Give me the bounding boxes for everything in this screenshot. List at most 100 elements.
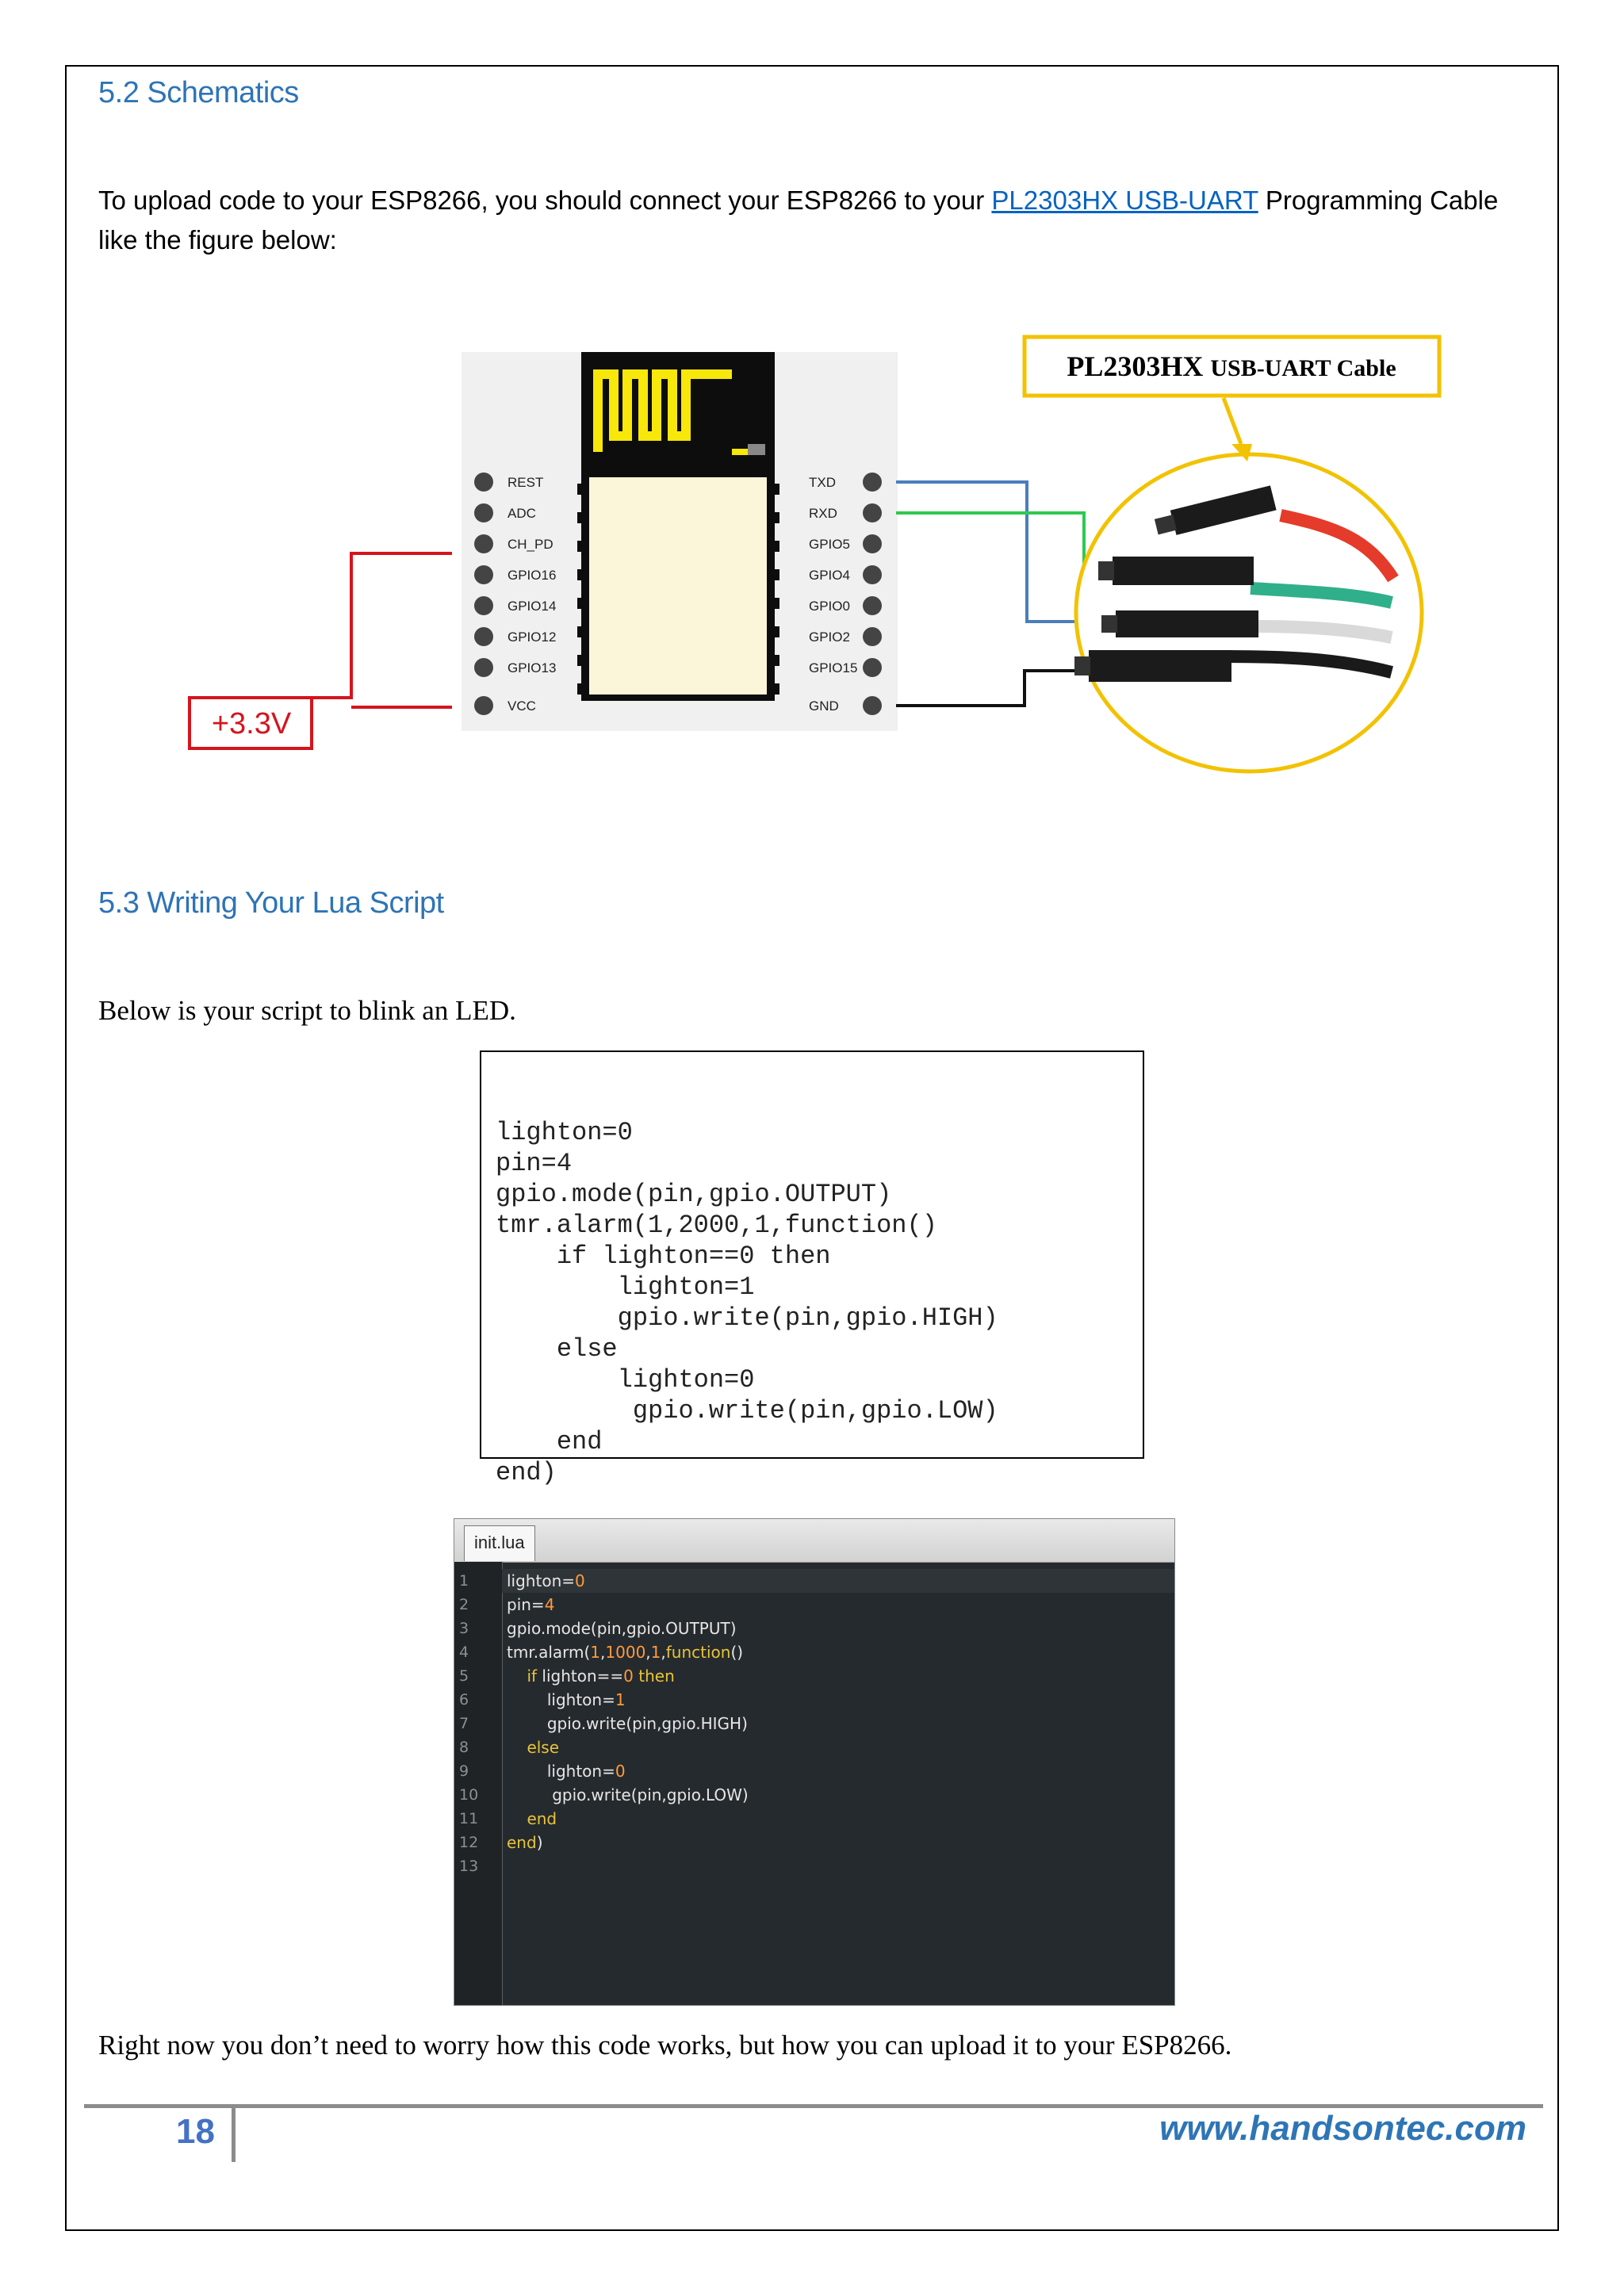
- editor-line-code: lighton=0: [507, 1571, 585, 1590]
- cable-label: PL2303HX USB-UART Cable: [1067, 350, 1396, 382]
- cable-wire-black: [1224, 650, 1393, 679]
- editor-line-number: 4: [459, 1644, 469, 1661]
- editor-line-code: lighton=0: [507, 1762, 626, 1781]
- code-line: lighton=0: [496, 1365, 755, 1395]
- editor-line: 12 end): [454, 1831, 1174, 1854]
- cable-wire-white: [1256, 620, 1393, 644]
- editor-line-number: 6: [459, 1691, 469, 1709]
- pin-label-gpio4: GPIO4: [809, 568, 850, 583]
- pin-label-gpio0: GPIO0: [809, 599, 850, 614]
- module-smd-part: [748, 444, 765, 455]
- antenna-trace: [593, 369, 732, 452]
- castellation-pad: [773, 541, 779, 552]
- editor-line: 11 end: [454, 1807, 1174, 1831]
- castellation-pad: [577, 569, 584, 580]
- editor-line-code: if lighton==0 then: [527, 1667, 675, 1686]
- pin-label-gpio13: GPIO13: [508, 660, 556, 675]
- editor-line-number: 5: [459, 1667, 469, 1685]
- castellation-pad: [577, 484, 584, 495]
- editor-current-line-highlight: [502, 1569, 1174, 1593]
- pin-label-rxd: RXD: [809, 506, 837, 521]
- pl2303hx-link[interactable]: PL2303HX USB-UART: [991, 186, 1258, 215]
- pin-dot-gpio12: [474, 627, 493, 646]
- editor-gutter: [454, 1562, 503, 2005]
- pin-label-gpio15: GPIO15: [809, 660, 857, 675]
- cable-arrow-head: [1231, 444, 1252, 461]
- editor-line-code: end: [527, 1809, 557, 1828]
- code-line: end): [496, 1458, 557, 1487]
- editor-line: 13: [454, 1854, 1174, 1878]
- pin-dot-txd: [863, 473, 882, 492]
- editor-line: 4 tmr.alarm(1,1000,1,function(): [454, 1640, 1174, 1664]
- pin-dot-gpio15: [863, 658, 882, 677]
- editor-line-number: 7: [459, 1715, 469, 1732]
- castellation-pad: [577, 683, 584, 695]
- pin-dot-gpio0: [863, 596, 882, 615]
- editor-line-code: end): [507, 1833, 543, 1852]
- castellation-pad: [773, 484, 779, 495]
- page-border: [65, 65, 1559, 2231]
- cable-arrow-shaft: [1221, 397, 1243, 445]
- pin-dot-adc: [474, 503, 493, 522]
- editor-tab-init-lua[interactable]: init.lua: [464, 1525, 535, 1561]
- dupont-connector-2: [1098, 557, 1254, 585]
- pin-dot-gnd: [863, 696, 882, 715]
- footer-rule: [84, 2104, 1543, 2108]
- power-label-box: [188, 696, 313, 750]
- editor-line-code: gpio.write(pin,gpio.HIGH): [507, 1714, 748, 1733]
- code-line: gpio.write(pin,gpio.LOW): [496, 1396, 998, 1425]
- editor-line-code: gpio.mode(pin,gpio.OUTPUT): [507, 1619, 737, 1638]
- code-line: lighton=0: [496, 1118, 633, 1147]
- intro-text-end: Programming Cable like the figure below:: [98, 186, 1499, 254]
- pin-dot-rest: [474, 473, 493, 492]
- editor-line-number: 13: [459, 1858, 479, 1875]
- castellation-pad: [773, 683, 779, 695]
- pin-dot-vcc: [474, 696, 493, 715]
- pin-label-adc: ADC: [508, 506, 536, 521]
- dupont-connector-1: [1154, 485, 1277, 535]
- module-shield: [589, 477, 767, 695]
- cable-wire-green: [1250, 582, 1393, 609]
- editor-line-code: pin=4: [507, 1595, 555, 1614]
- castellation-pad: [577, 598, 584, 609]
- pin-dot-gpio5: [863, 534, 882, 553]
- pin-dot-gpio14: [474, 596, 493, 615]
- editor-line-code: tmr.alarm(1,1000,1,function(): [507, 1643, 744, 1662]
- power-label: +3.3V: [212, 707, 292, 740]
- code-line: tmr.alarm(1,2000,1,function(): [496, 1211, 937, 1240]
- castellation-pad: [577, 512, 584, 523]
- editor-line-number: 3: [459, 1620, 469, 1637]
- schematic-figure: RESTADCCH_PDGPIO16GPIO14GPIO12GPIO13VCC …: [188, 335, 1442, 774]
- editor-line: 3 gpio.mode(pin,gpio.OUTPUT): [454, 1617, 1174, 1640]
- castellation-pad: [577, 655, 584, 666]
- pin-label-gnd: GND: [809, 698, 839, 714]
- rxd-wire: [896, 511, 1113, 569]
- editor-line-number: 1: [459, 1572, 469, 1590]
- code-line: else: [496, 1334, 618, 1364]
- section-heading-schematics: 5.2 Schematics: [98, 76, 299, 109]
- power-wire: [309, 552, 452, 699]
- editor-line-number: 11: [459, 1810, 479, 1827]
- castellation-pad: [773, 626, 779, 637]
- cable-label-prefix: PL2303HX: [1067, 350, 1203, 382]
- pin-dot-gpio16: [474, 565, 493, 584]
- editor-line: 7 gpio.write(pin,gpio.HIGH): [454, 1712, 1174, 1735]
- pin-label-vcc: VCC: [508, 698, 536, 714]
- code-line: pin=4: [496, 1149, 573, 1178]
- castellation-pad: [773, 569, 779, 580]
- code-line: gpio.mode(pin,gpio.OUTPUT): [496, 1180, 892, 1209]
- editor-line-number: 12: [459, 1834, 479, 1851]
- footer-website[interactable]: www.handsontec.com: [1159, 2109, 1526, 2148]
- editor-line: 9 lighton=0: [454, 1759, 1174, 1783]
- editor-line: 5 if lighton==0 then: [454, 1664, 1174, 1688]
- editor-line: 10 gpio.write(pin,gpio.LOW): [454, 1783, 1174, 1807]
- code-line: gpio.write(pin,gpio.HIGH): [496, 1303, 998, 1333]
- pin-dot-gpio4: [863, 565, 882, 584]
- castellation-pad: [773, 598, 779, 609]
- module-castellations: [577, 484, 779, 695]
- editor-tab-bar: init.lua: [454, 1519, 1174, 1563]
